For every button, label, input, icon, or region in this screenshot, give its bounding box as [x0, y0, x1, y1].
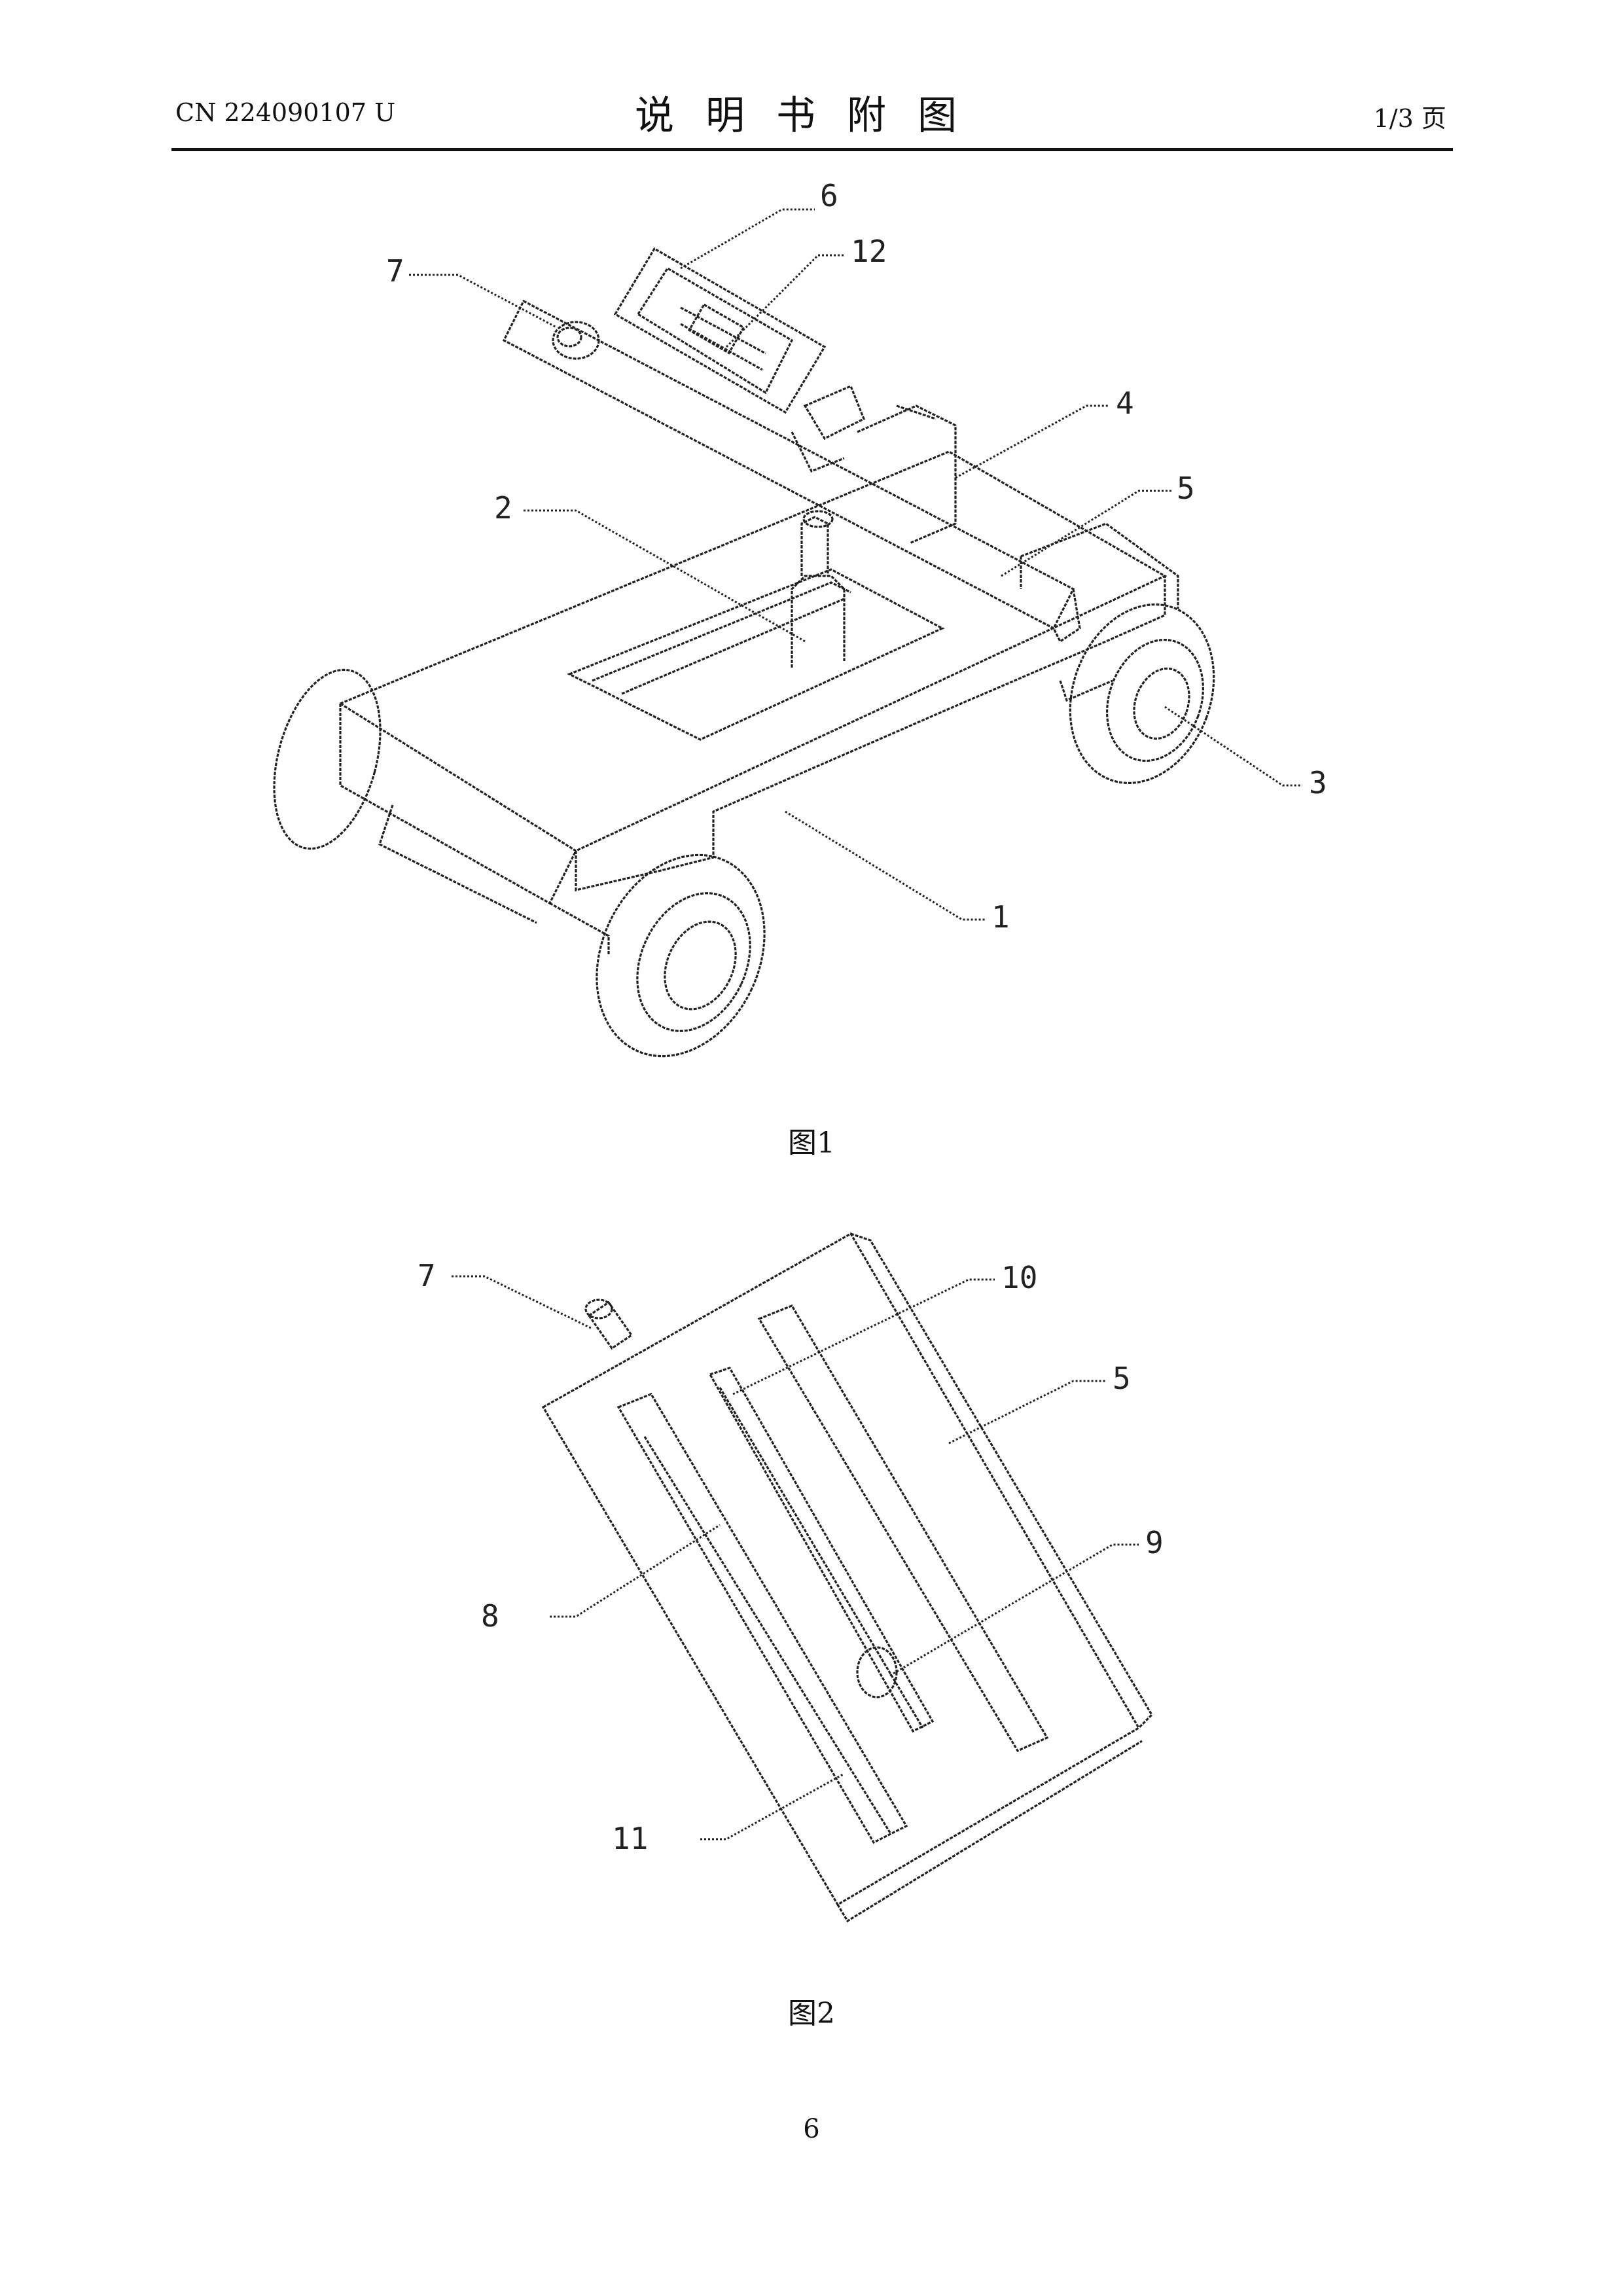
- figure-2-plate: [543, 1234, 1152, 1921]
- figure-1-wheel-front-right: [1046, 584, 1238, 804]
- label-7: 7: [418, 1258, 436, 1293]
- label-1: 1: [991, 899, 1010, 935]
- figure-1-leader-lines: [409, 209, 1302, 920]
- figure-1-caption: 图1: [0, 1119, 1623, 1161]
- figure-2-caption: 图2: [0, 1990, 1623, 2032]
- label-12: 12: [851, 234, 887, 269]
- label-6: 6: [820, 178, 838, 213]
- label-4: 4: [1116, 386, 1134, 421]
- label-5: 5: [1113, 1361, 1131, 1396]
- page-number: 6: [0, 2114, 1623, 2144]
- label-9: 9: [1145, 1525, 1164, 1560]
- label-7: 7: [386, 253, 404, 289]
- label-2: 2: [494, 490, 512, 526]
- figure-2-leader-lines: [452, 1276, 1139, 1839]
- label-5: 5: [1177, 471, 1195, 506]
- label-3: 3: [1309, 765, 1327, 800]
- label-11: 11: [612, 1821, 648, 1856]
- figure-2-labels: 7 10 5 8 9 11: [418, 1258, 1164, 1856]
- label-8: 8: [481, 1598, 499, 1634]
- figure-1-cart: [340, 249, 1178, 956]
- label-10: 10: [1001, 1260, 1037, 1295]
